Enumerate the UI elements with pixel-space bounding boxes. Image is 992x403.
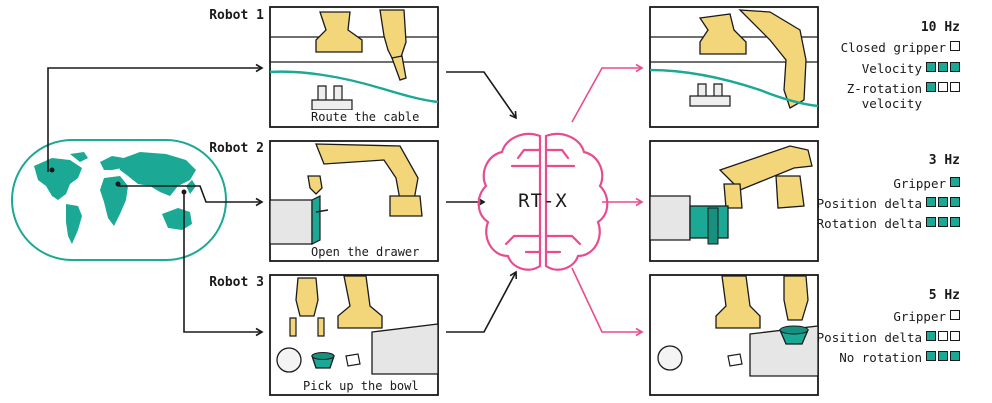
action-dim-box (950, 310, 960, 320)
spec-text: Velocity (861, 61, 922, 76)
task-caption-1: Route the cable (308, 110, 423, 124)
robot-3-label: Robot 3 (209, 275, 264, 290)
action-dim-box (926, 82, 936, 92)
action-dims (926, 61, 960, 72)
action-dim-box (950, 197, 960, 207)
output-1-spec-1: Closed gripper (841, 40, 960, 55)
spec-text: Position delta (816, 196, 922, 211)
action-dim-box (950, 331, 960, 341)
action-dim-box (926, 217, 936, 227)
action-dim-box (950, 41, 960, 51)
action-dim-box (938, 217, 948, 227)
output-1-spec-2: Velocity (862, 61, 960, 76)
spec-text: No rotation (839, 350, 922, 365)
action-dims (950, 176, 960, 187)
robot-to-model-arrows (446, 71, 518, 333)
output-1-panel (649, 6, 819, 128)
spec-text: Z-rotation velocity (846, 81, 922, 111)
output-2-spec-1: Gripper (893, 176, 960, 191)
action-dim-box (926, 62, 936, 72)
action-dims (926, 81, 960, 92)
action-dim-box (938, 351, 948, 361)
action-dims (950, 309, 960, 320)
spec-text: Gripper (893, 309, 946, 324)
action-dims (926, 350, 960, 361)
output-1-spec-3: Z-rotation velocity (847, 81, 960, 111)
action-dim-box (926, 197, 936, 207)
action-dim-box (950, 217, 960, 227)
action-dim-box (926, 351, 936, 361)
output-2-rate: 3 Hz (928, 153, 960, 168)
action-dim-box (938, 197, 948, 207)
model-name: RT-X (518, 190, 568, 212)
spec-text: Closed gripper (840, 40, 946, 55)
output-3-spec-2: Position delta (817, 330, 960, 345)
action-dim-box (950, 351, 960, 361)
model-to-output-arrows (571, 63, 644, 337)
robot-2-label: Robot 2 (209, 141, 264, 156)
action-dim-box (950, 82, 960, 92)
output-3-spec-1: Gripper (893, 309, 960, 324)
output-3-panel (649, 274, 819, 396)
action-dim-box (950, 62, 960, 72)
spec-text: Position delta (816, 330, 922, 345)
robot-1-panel (269, 6, 439, 128)
robot-2-panel (269, 140, 439, 262)
world-map-icon (11, 139, 227, 261)
output-3-rate: 5 Hz (928, 288, 960, 303)
spec-text: Gripper (893, 176, 946, 191)
robot-3-panel (269, 274, 439, 396)
output-1-rate: 10 Hz (920, 20, 960, 35)
action-dim-box (926, 331, 936, 341)
brain-icon (477, 132, 609, 271)
action-dim-box (938, 331, 948, 341)
output-2-panel (649, 140, 819, 262)
action-dims (926, 196, 960, 207)
action-dims (926, 330, 960, 341)
output-2-spec-3: Rotation delta (817, 216, 960, 231)
output-3-spec-3: No rotation (839, 350, 960, 365)
map-to-robot-connectors (47, 63, 264, 337)
action-dims (926, 216, 960, 227)
robot-1-label: Robot 1 (209, 8, 264, 23)
action-dim-box (950, 177, 960, 187)
task-caption-3: Pick up the bowl (300, 379, 422, 393)
task-caption-2: Open the drawer (308, 245, 423, 259)
action-dims (950, 40, 960, 51)
action-dim-box (938, 82, 948, 92)
action-dim-box (938, 62, 948, 72)
output-2-spec-2: Position delta (817, 196, 960, 211)
spec-text: Rotation delta (816, 216, 922, 231)
